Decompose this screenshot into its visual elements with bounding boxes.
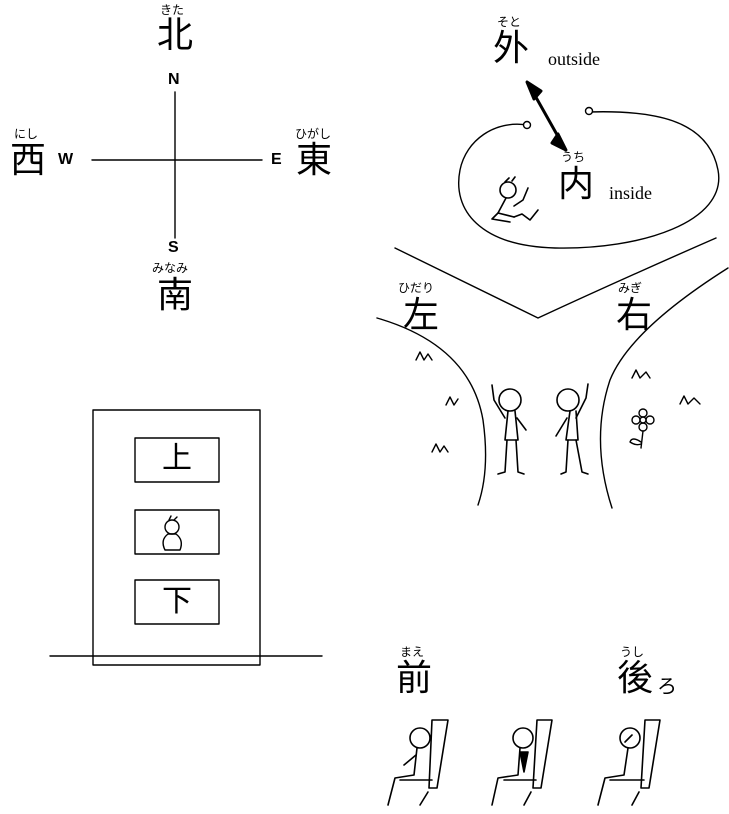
flower-icon: [629, 408, 655, 449]
south-letter: S: [168, 239, 179, 256]
west-letter: W: [58, 151, 74, 168]
back-kanji: 後: [617, 658, 654, 699]
window-middle: [134, 509, 220, 555]
outside-kanji: 外: [493, 28, 530, 69]
enclosure-end-left: [522, 120, 532, 130]
east-kanji: 東: [296, 140, 333, 181]
inside-reading: うち: [561, 150, 586, 164]
seated-person-back-icon: [597, 719, 661, 806]
down-kanji: 下: [162, 584, 192, 619]
north-letter: N: [168, 71, 180, 88]
outside-english: outside: [548, 49, 600, 69]
enclosure-loop: [458, 111, 720, 249]
south-kanji: 南: [157, 275, 194, 316]
north-reading: きた: [160, 3, 185, 17]
road-right-edge: [599, 267, 729, 509]
back-reading: うし: [620, 645, 645, 659]
grass-tuft-icon: [631, 369, 651, 379]
seated-person-front-icon: [387, 719, 449, 806]
seated-person-middle-icon: [491, 719, 553, 806]
inside-kanji: 内: [558, 164, 595, 205]
person-pointing-right-icon: [555, 383, 589, 475]
west-kanji: 西: [10, 140, 47, 181]
north-kanji: 北: [157, 15, 194, 56]
person-inside-icon: [491, 176, 539, 223]
road-left-edge: [376, 317, 487, 506]
front-reading: まえ: [400, 645, 425, 659]
back-okurigana: ろ: [657, 674, 677, 698]
left-kanji: 左: [403, 295, 440, 336]
building-outline: [92, 409, 261, 666]
west-reading: にし: [14, 127, 39, 141]
up-kanji: 上: [162, 441, 192, 476]
person-pointing-left-icon: [491, 384, 527, 475]
grass-tuft-icon: [415, 351, 433, 361]
in-out-arrow: [525, 80, 568, 152]
grass-tuft-icon: [679, 395, 701, 405]
person-in-window-icon: [162, 515, 183, 551]
east-letter: E: [271, 151, 282, 168]
right-reading: みぎ: [618, 281, 643, 295]
grass-tuft-icon: [431, 443, 449, 453]
grass-tuft-icon: [445, 396, 459, 406]
road-far-edge: [394, 237, 717, 319]
window-upper: [134, 437, 220, 483]
east-reading: ひがし: [295, 127, 332, 141]
right-kanji: 右: [616, 295, 653, 336]
outside-reading: そと: [497, 15, 522, 29]
south-reading: みなみ: [152, 261, 189, 275]
window-lower: [134, 579, 220, 625]
inside-english: inside: [609, 183, 652, 203]
left-reading: ひだり: [398, 281, 435, 295]
front-kanji: 前: [396, 658, 433, 699]
enclosure-end-right: [584, 106, 594, 116]
